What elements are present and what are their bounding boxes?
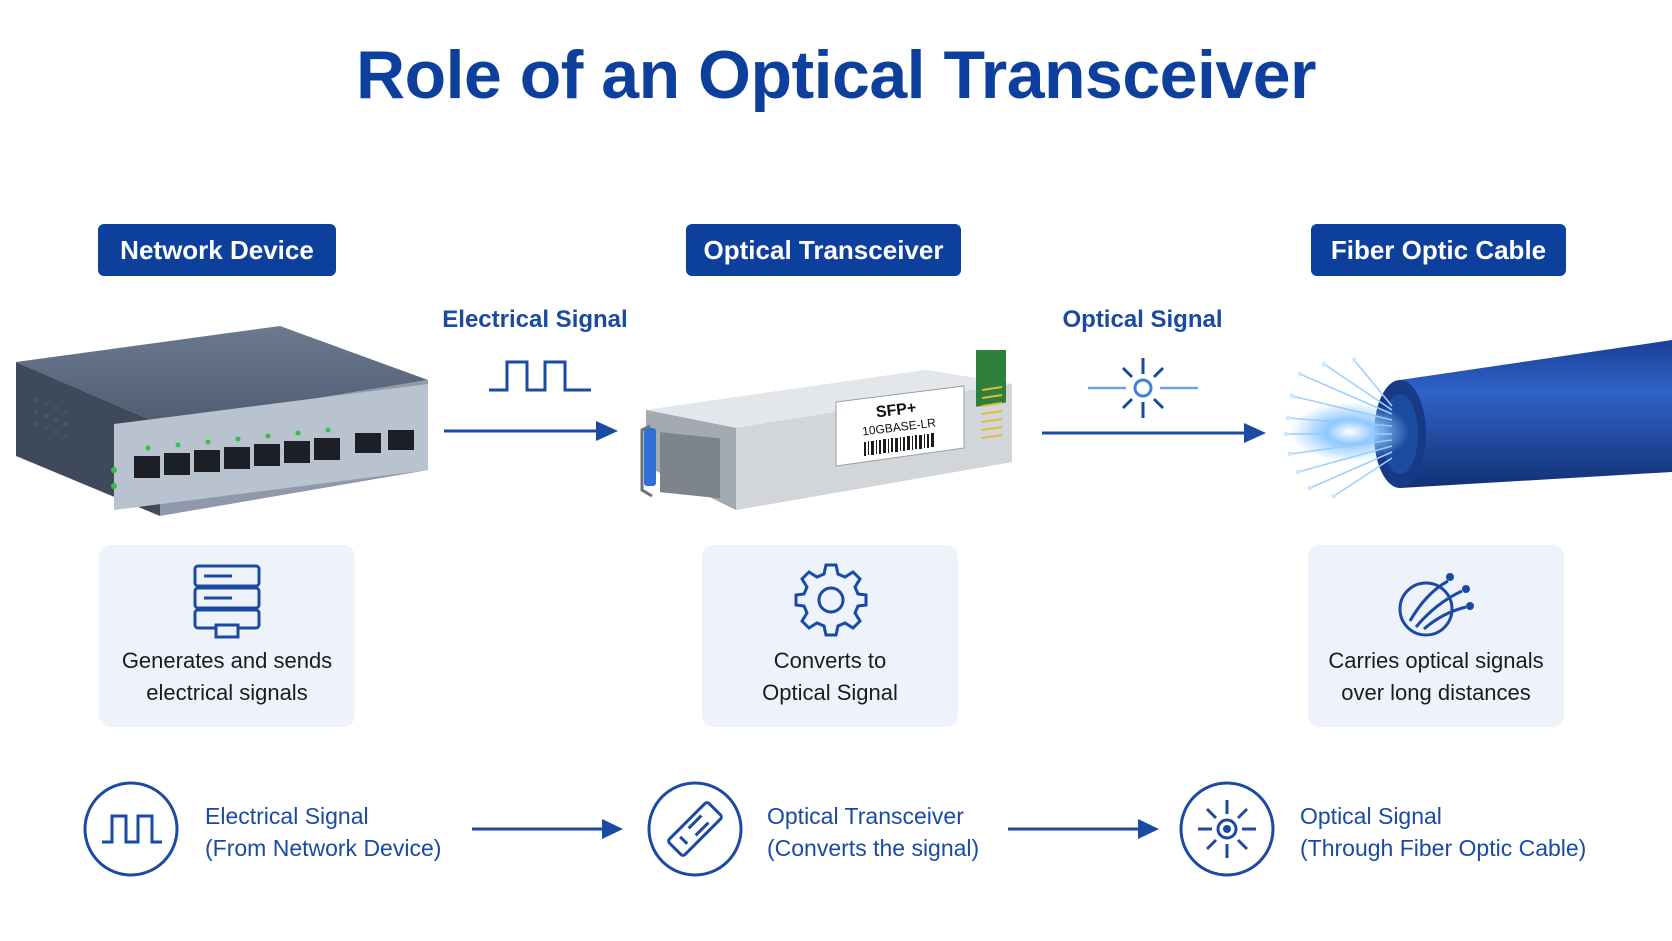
sfp-transceiver-illustration [640, 350, 1012, 510]
card-optical-transceiver: Converts to Optical Signal [702, 545, 958, 727]
flow-step-optical-line2: (Through Fiber Optic Cable) [1300, 835, 1587, 861]
page-title: Role of an Optical Transceiver [355, 37, 1317, 113]
card-optical-transceiver-text: Converts to Optical Signal [702, 645, 958, 709]
flow-step-transceiver-line1: Optical Transceiver [767, 803, 964, 829]
arrow-device-to-transceiver [444, 421, 618, 441]
flow-step-electrical-line2: (From Network Device) [205, 835, 442, 861]
flow-step-transceiver: Optical Transceiver (Converts the signal… [767, 800, 979, 864]
fiber-bundle-icon [1398, 573, 1474, 637]
card-fiber-optic-cable-line1: Carries optical signals [1328, 648, 1544, 673]
card-network-device: Generates and sends electrical signals [99, 545, 355, 727]
card-network-device-line2: electrical signals [146, 680, 308, 705]
gear-icon [794, 563, 868, 637]
card-fiber-optic-cable: Carries optical signals over long distan… [1308, 545, 1564, 727]
flow-arrow-2 [1008, 819, 1159, 839]
flow-transceiver-icon [647, 781, 743, 877]
card-fiber-optic-cable-text: Carries optical signals over long distan… [1308, 645, 1564, 709]
badge-fiber-optic-cable: Fiber Optic Cable [1311, 224, 1566, 276]
flow-light-burst-icon [1179, 781, 1275, 877]
flow-step-optical-line1: Optical Signal [1300, 803, 1442, 829]
electrical-signal-label: Electrical Signal [442, 306, 628, 333]
flow-step-electrical-line1: Electrical Signal [205, 803, 369, 829]
badge-optical-transceiver: Optical Transceiver [686, 224, 961, 276]
badge-network-device: Network Device [98, 224, 336, 276]
card-optical-transceiver-line2: Optical Signal [762, 680, 898, 705]
flow-step-electrical: Electrical Signal (From Network Device) [205, 800, 441, 864]
server-icon [193, 564, 261, 639]
optical-signal-label: Optical Signal [1062, 306, 1223, 333]
flow-square-wave-icon [83, 781, 179, 877]
fiber-cable-illustration [1283, 340, 1672, 499]
card-fiber-optic-cable-line2: over long distances [1341, 680, 1531, 705]
card-network-device-text: Generates and sends electrical signals [99, 645, 355, 709]
square-wave-icon [489, 360, 591, 392]
card-optical-transceiver-line1: Converts to [773, 648, 887, 673]
flow-step-transceiver-line2: (Converts the signal) [767, 835, 980, 861]
network-switch-illustration [16, 326, 428, 516]
card-network-device-line1: Generates and sends [121, 648, 333, 673]
flow-step-optical: Optical Signal (Through Fiber Optic Cabl… [1300, 800, 1586, 864]
light-burst-icon [1088, 358, 1198, 418]
arrow-transceiver-to-fiber [1042, 423, 1266, 443]
flow-arrow-1 [472, 819, 623, 839]
